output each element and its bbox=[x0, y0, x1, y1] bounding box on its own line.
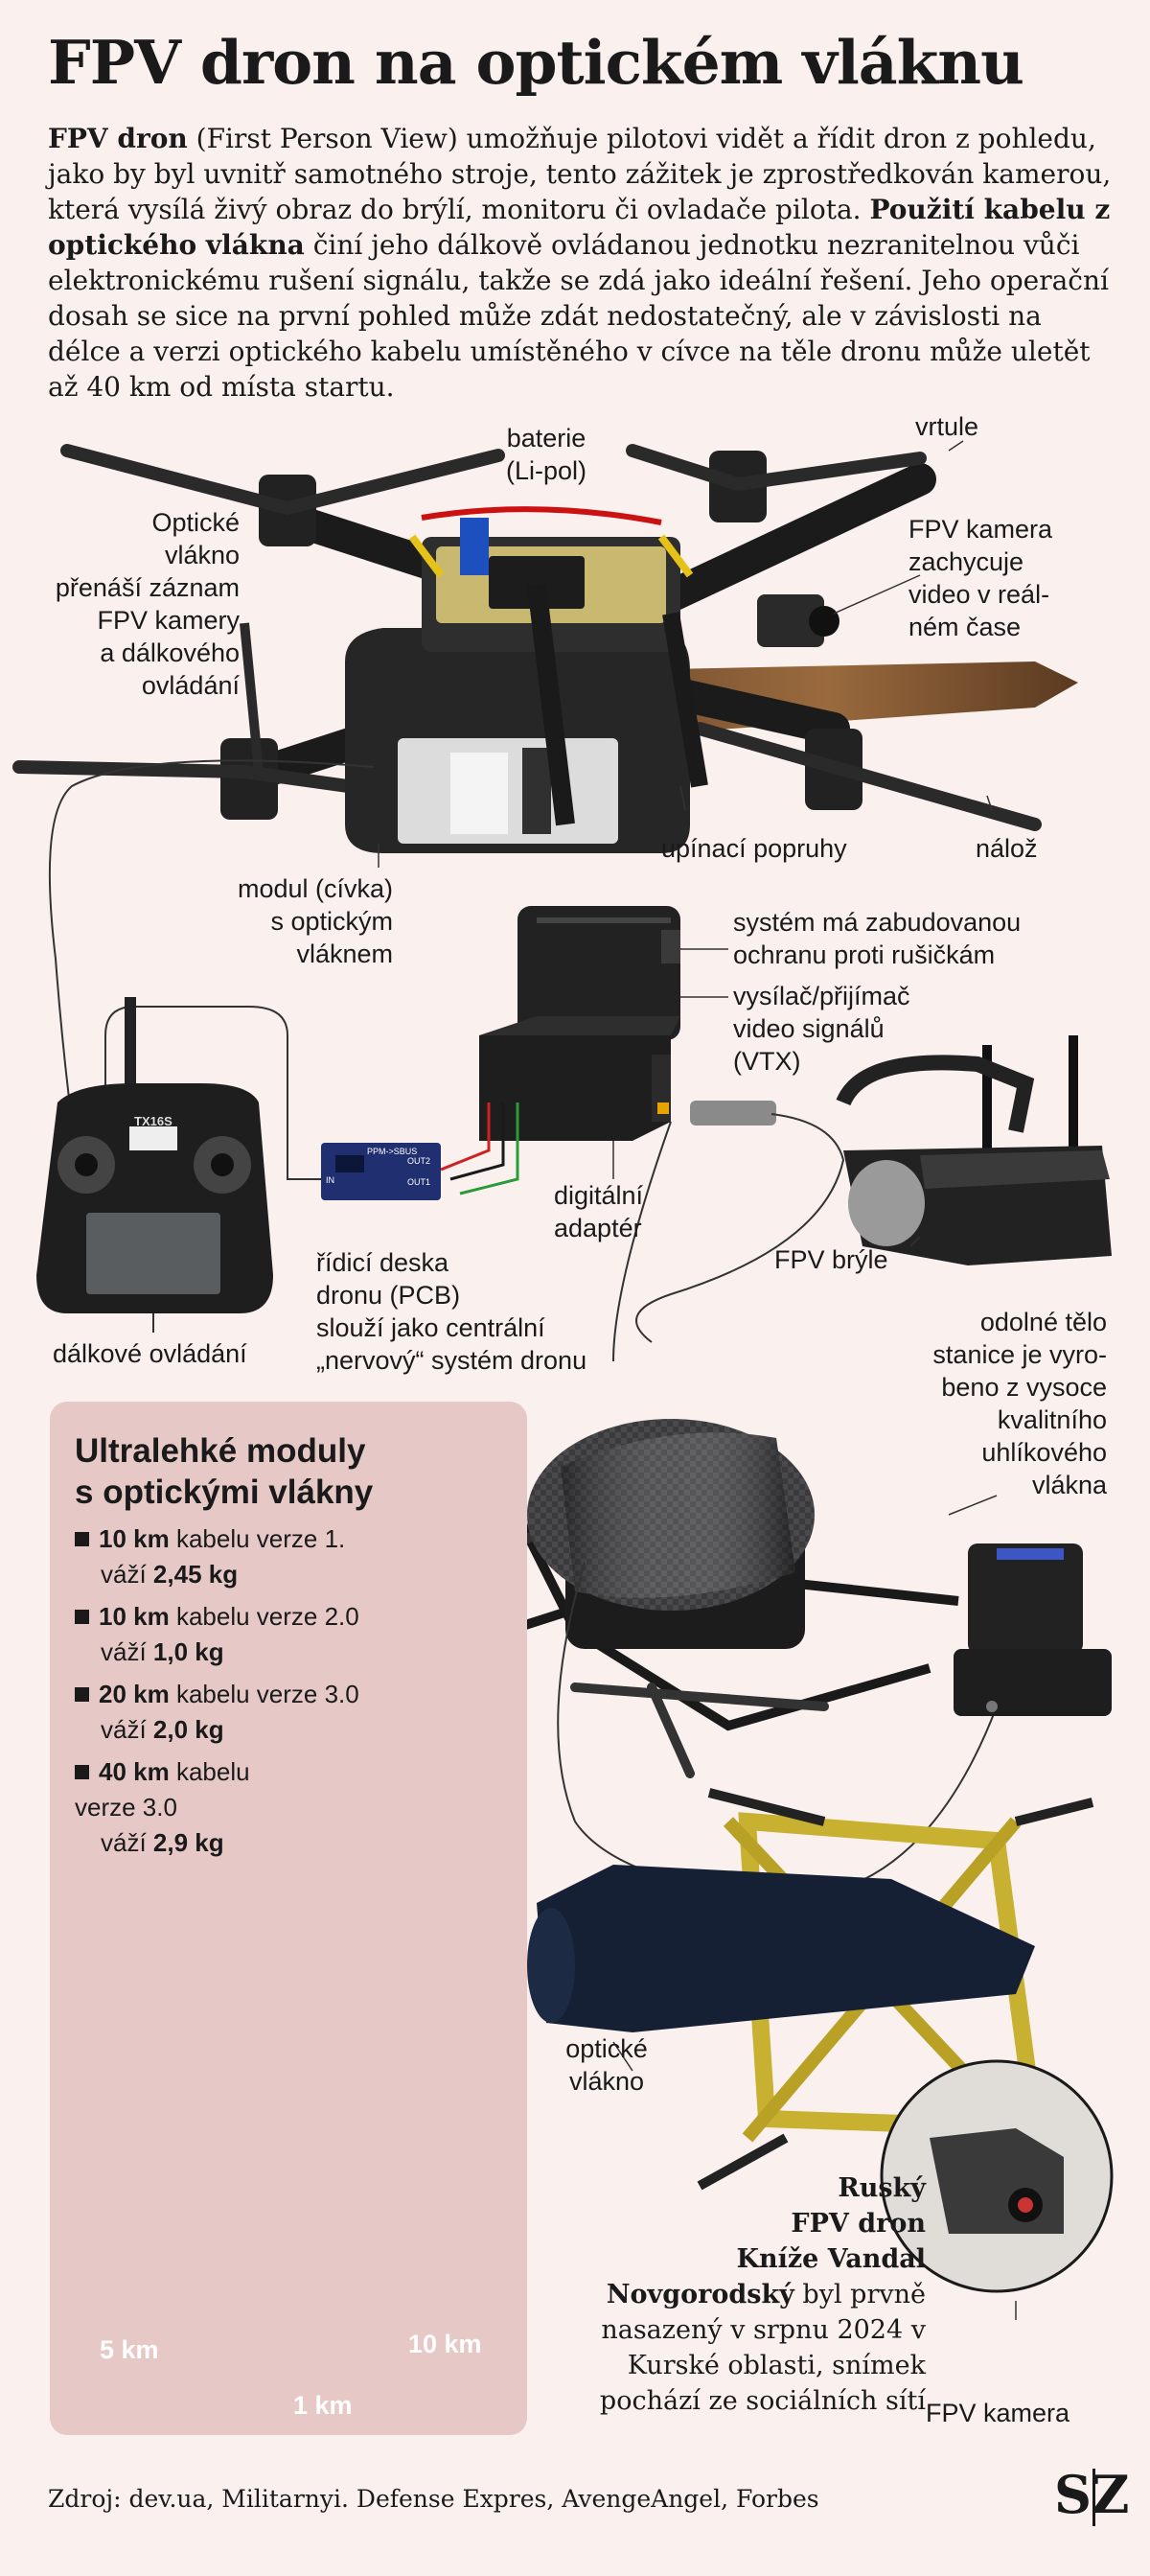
logo-bar bbox=[1092, 2469, 1095, 2526]
label-jamming: systém má zabudovanou ochranu proti ruši… bbox=[733, 908, 1022, 969]
module-weight-prefix: váží bbox=[101, 1637, 153, 1666]
pcb-out2-text: OUT2 bbox=[407, 1156, 431, 1166]
modules-panel-title: Ultralehké moduly s optickými vlákny bbox=[75, 1432, 374, 1511]
module-item: 20 km kabelu verze 3.0 váží 2,0 kg bbox=[75, 1677, 439, 1748]
module-weight-prefix: váží bbox=[101, 1560, 153, 1589]
module-weight: 2,45 kg bbox=[152, 1560, 239, 1589]
module-item: 40 km kabelu verze 3.0 váží 2,9 kg bbox=[75, 1754, 439, 1861]
label-goggles: FPV brýle bbox=[774, 1245, 888, 1274]
module-weight-prefix: váží bbox=[101, 1828, 153, 1857]
label-propeller: vrtule bbox=[915, 412, 979, 441]
label-module: modul (cívka) s optickým vláknem bbox=[237, 874, 393, 968]
module-text: kabelu verze 1. bbox=[169, 1524, 346, 1553]
label-remote: dálkové ovládání bbox=[53, 1339, 247, 1368]
module-weight-prefix: váží bbox=[101, 1715, 153, 1744]
modules-panel bbox=[50, 1402, 527, 2435]
caption-text: byl prvně nasazený v srpnu 2024 v Kurské… bbox=[599, 2280, 926, 2416]
ground-station-small bbox=[954, 1543, 1112, 1716]
label-carbon-body: odolné tělo stanice je vyro- beno z vyso… bbox=[932, 1308, 1107, 1499]
bullet-square bbox=[75, 1765, 89, 1779]
module-length: 20 km bbox=[99, 1680, 170, 1708]
label-battery: baterie (Li-pol) bbox=[505, 424, 587, 485]
intro-lead-text: (First Person View) umožňuje pilotovi vi… bbox=[48, 123, 1112, 225]
pointer-lines bbox=[378, 440, 1017, 2320]
label-fpv-camera-top: FPV kamera zachycuje video v reál- ném č… bbox=[908, 515, 1053, 641]
bullet-square bbox=[75, 1687, 89, 1702]
intro-paragraph: FPV dron (First Person View) umožňuje pi… bbox=[48, 121, 1112, 405]
sz-logo: SZ bbox=[1054, 2464, 1130, 2525]
bullet-square bbox=[75, 1532, 89, 1546]
label-vtx: vysílač/přijímač video signálů (VTX) bbox=[733, 982, 910, 1076]
remote-controller bbox=[36, 997, 273, 1313]
module-text: kabelu verze 3.0 bbox=[75, 1757, 250, 1822]
cylinder-label-5km: 5 km bbox=[100, 2335, 159, 2364]
intro-second-bold: Použití kabelu z optického vlákna bbox=[48, 194, 1111, 261]
label-straps: upínací popruhy bbox=[661, 834, 847, 863]
ground-station bbox=[104, 906, 845, 1343]
module-text: kabelu verze 2.0 bbox=[169, 1602, 359, 1631]
caption-bold: Ruský FPV dron Kníže Vandal Novgorodský bbox=[606, 2173, 926, 2309]
fpv-goggles bbox=[836, 1035, 1112, 1265]
label-fpv-camera-bottom: FPV kamera bbox=[926, 2399, 1070, 2427]
top-drone bbox=[12, 444, 1078, 853]
label-fiber-transmits: Optické vlákno přenáší záznam FPV kamery… bbox=[55, 508, 240, 700]
module-item: 10 km kabelu verze 2.0 váží 1,0 kg bbox=[75, 1599, 439, 1670]
page-title: FPV dron na optickém vláknu bbox=[48, 27, 1024, 98]
module-weight: 2,0 kg bbox=[152, 1715, 224, 1744]
carbon-drone bbox=[398, 1419, 998, 1900]
bullet-square bbox=[75, 1610, 89, 1624]
module-length: 10 km bbox=[99, 1524, 170, 1553]
module-text: kabelu verze 3.0 bbox=[169, 1680, 359, 1708]
remote-model-text: TX16S bbox=[134, 1114, 172, 1128]
source-line: Zdroj: dev.ua, Militarnyi. Defense Expre… bbox=[48, 2485, 819, 2513]
label-pcb: řídicí deska dronu (PCB) slouží jako cen… bbox=[316, 1248, 587, 1375]
pcb-chip-text: PPM->SBUS bbox=[367, 1147, 418, 1156]
russian-drone-caption: Ruský FPV dron Kníže Vandal Novgorodský … bbox=[544, 2170, 926, 2419]
pcb-out1-text: OUT1 bbox=[407, 1177, 431, 1187]
module-length: 40 km bbox=[99, 1757, 170, 1786]
intro-lead-bold: FPV dron bbox=[48, 123, 188, 154]
cylinder-label-10km: 10 km bbox=[408, 2330, 482, 2358]
intro-second-text: činí jeho dálkově ovládanou jednotku nez… bbox=[48, 229, 1109, 403]
label-optical-fiber: optické vlákno bbox=[565, 2034, 648, 2096]
module-weight: 1,0 kg bbox=[152, 1637, 224, 1666]
pcb-in-text: IN bbox=[326, 1175, 334, 1185]
label-digital-adapter: digitální adaptér bbox=[554, 1181, 644, 1242]
russian-drone bbox=[527, 1788, 1114, 2293]
module-item: 10 km kabelu verze 1. váží 2,45 kg bbox=[75, 1521, 439, 1592]
module-weight: 2,9 kg bbox=[152, 1828, 224, 1857]
label-charge: nálož bbox=[976, 834, 1038, 863]
cylinder-label-1km: 1 km bbox=[293, 2391, 353, 2420]
module-length: 10 km bbox=[99, 1602, 170, 1631]
